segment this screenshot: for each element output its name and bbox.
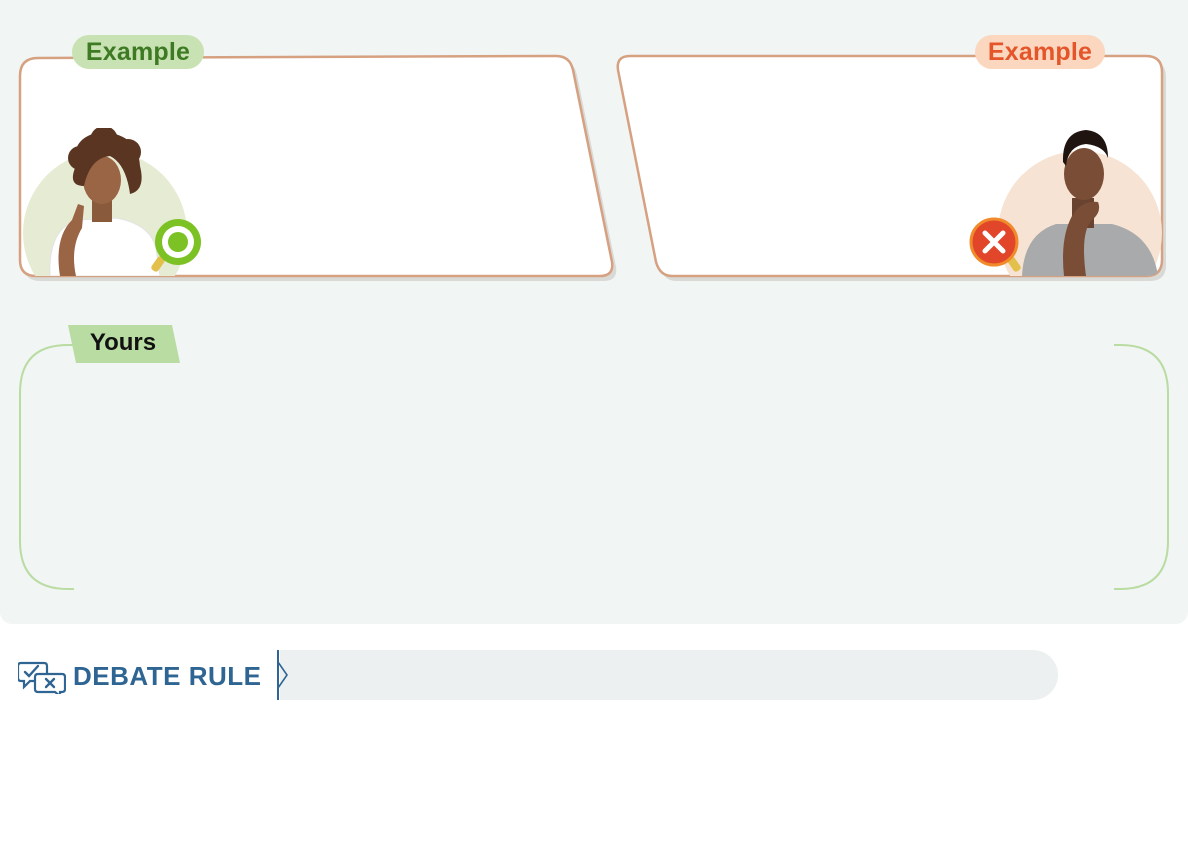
x-circle-icon [969,217,1021,272]
thinking-boy-image [969,130,1162,276]
yours-tag: Yours [89,329,157,356]
chevron-right-icon [277,650,288,700]
debate-rule-bar: DEBATE RULE [18,650,1058,700]
debate-rule-label: DEBATE RULE [73,661,262,691]
yours-tag-shape [68,325,180,363]
yours-answer-frame [19,344,1169,590]
bad-example-box: Example [600,0,1188,290]
debate-rule-text-field[interactable] [280,650,1058,700]
worksheet-panel: Example [0,0,1188,624]
thinking-girl-image [23,128,201,276]
good-example-tag: Example [72,35,204,69]
yours-answer-area[interactable] [40,370,1148,580]
good-example-box: Example [0,0,620,290]
debate-chat-icon [18,661,66,694]
bad-example-tag: Example [975,35,1105,69]
check-ring-icon [151,219,201,272]
